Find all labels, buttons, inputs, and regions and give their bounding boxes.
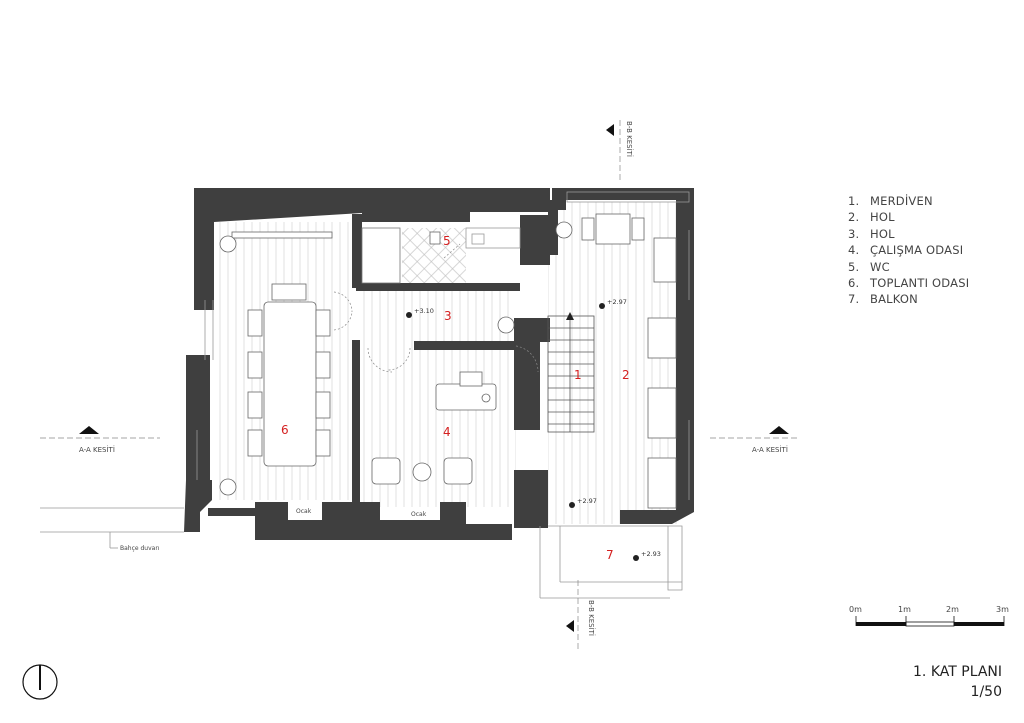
drawing-scale: 1/50 <box>970 684 1002 700</box>
scale-tick-3: 3m <box>996 605 1009 614</box>
section-label-bb-top: B-B KESİTİ <box>625 121 634 157</box>
legend-item: 7.BALKON <box>848 292 918 307</box>
level-markers <box>406 303 639 561</box>
room-number-6: 6 <box>281 423 289 437</box>
legend-item: 2.HOL <box>848 210 895 225</box>
scale-tick-1: 1m <box>898 605 911 614</box>
room-number-4: 4 <box>443 425 451 439</box>
legend-item: 3.HOL <box>848 226 895 241</box>
level-hol2-bottom: +2.97 <box>577 497 597 505</box>
section-label-aa-right: A-A KESİTİ <box>752 445 788 454</box>
level-hol2-top: +2.97 <box>607 298 627 306</box>
room-legend: 1.MERDİVEN 2.HOL 3.HOL 4.ÇALIŞMA ODASI 5… <box>848 193 969 308</box>
room-number-3: 3 <box>444 309 452 323</box>
drawing-title-block: 1. KAT PLANI 1/50 <box>913 662 1002 702</box>
room-number-5: 5 <box>443 234 451 248</box>
legend-item: 1.MERDİVEN <box>848 194 933 208</box>
legend-item: 5.WC <box>848 259 890 274</box>
legend-item: 4.ÇALIŞMA ODASI <box>848 243 964 258</box>
fireplace-label-left: Ocak <box>296 508 312 515</box>
walls <box>184 188 694 540</box>
drawing-title: 1. KAT PLANI <box>913 664 1002 680</box>
scale-tick-0: 0m <box>849 605 862 614</box>
scale-bar <box>855 616 1005 627</box>
stair <box>547 312 595 433</box>
room-number-7: 7 <box>606 548 614 562</box>
fireplace-label-right: Ocak <box>411 511 427 518</box>
doors <box>333 243 539 373</box>
legend-item: 6.TOPLANTI ODASI <box>848 276 970 291</box>
garden-wall-label: Bahçe duvarı <box>120 545 160 552</box>
section-label-aa-left: A-A KESİTİ <box>79 445 115 454</box>
level-balkon: +2.93 <box>641 550 661 558</box>
section-markers <box>40 120 800 650</box>
section-label-bb-bottom: B-B KESİTİ <box>587 600 596 636</box>
scale-tick-2: 2m <box>946 605 959 614</box>
room-number-1: 1 <box>574 368 582 382</box>
level-hol3: +3.10 <box>414 307 434 315</box>
furniture <box>219 213 677 509</box>
room-number-2: 2 <box>622 368 630 382</box>
outlines <box>40 191 690 599</box>
north-arrow-icon <box>22 664 58 700</box>
